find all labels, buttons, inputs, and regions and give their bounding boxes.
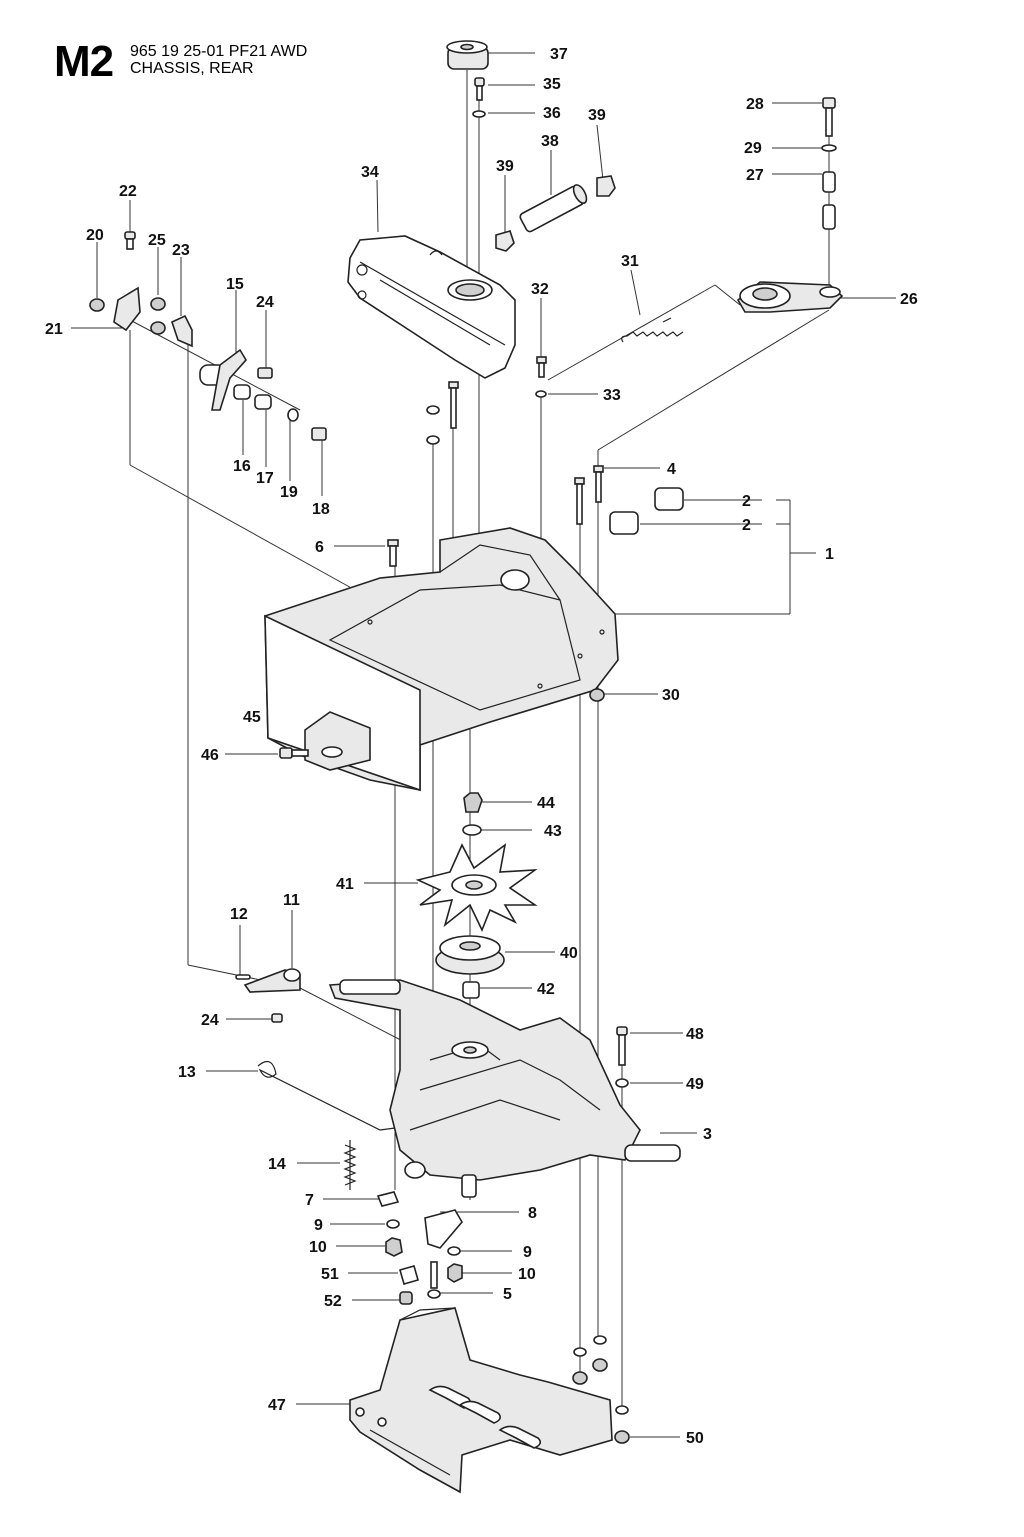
- callout-6: 6: [315, 539, 324, 556]
- callout-48: 48: [686, 1026, 704, 1043]
- fuel-tank-part: [347, 235, 516, 379]
- callout-1: 1: [825, 546, 834, 563]
- callout-15: 15: [226, 276, 244, 293]
- callout-14: 14: [268, 1156, 286, 1173]
- callout-46: 46: [201, 747, 219, 764]
- callout-4: 4: [667, 461, 676, 478]
- callout-36: 36: [543, 105, 561, 122]
- callout-40: 40: [560, 945, 578, 962]
- callout-47: 47: [268, 1397, 286, 1414]
- callout-labels: 37 35 36 39 38 39 34 28 29 27 26 22 20 2…: [45, 46, 918, 1447]
- callout-31: 31: [621, 253, 639, 270]
- callout-10: 10: [309, 1239, 327, 1256]
- callout-24: 24: [256, 294, 274, 311]
- callout-16: 16: [233, 458, 251, 475]
- callout-41: 41: [336, 876, 354, 893]
- callout-9: 9: [314, 1217, 323, 1234]
- callout-7: 7: [305, 1192, 314, 1209]
- callout-30: 30: [662, 687, 680, 704]
- callout-29: 29: [744, 140, 762, 157]
- callout-44: 44: [537, 795, 555, 812]
- callout-49: 49: [686, 1076, 704, 1093]
- tube-part: [519, 184, 588, 233]
- callout-2: 2: [742, 493, 751, 510]
- callout-8: 8: [528, 1205, 537, 1222]
- callout-42: 42: [537, 981, 555, 998]
- callout-11: 11: [283, 892, 300, 909]
- callout-35: 35: [543, 76, 561, 93]
- bracket-part: [304, 711, 371, 771]
- callout-39: 39: [496, 158, 514, 175]
- callout-27: 27: [746, 167, 764, 184]
- callout-45: 45: [243, 709, 261, 726]
- callout-23: 23: [172, 242, 190, 259]
- callout-5: 5: [503, 1286, 512, 1303]
- callout-22: 22: [119, 183, 137, 200]
- callout-33: 33: [603, 387, 621, 404]
- callout-39: 39: [588, 107, 606, 124]
- section-code: M2: [54, 37, 114, 86]
- idler-pulley-part: [736, 281, 844, 313]
- callout-21: 21: [45, 321, 63, 338]
- leader-lines: [71, 52, 896, 1438]
- callout-32: 32: [531, 281, 549, 298]
- part-drawings: [89, 40, 844, 1494]
- skid-plate-part: [349, 1307, 613, 1494]
- callout-34: 34: [361, 164, 379, 181]
- model-line: 965 19 25-01 PF21 AWD: [130, 43, 308, 60]
- callout-17: 17: [256, 470, 274, 487]
- callout-2: 2: [742, 517, 751, 534]
- callout-3: 3: [703, 1126, 712, 1143]
- callout-20: 20: [86, 227, 104, 244]
- callout-24: 24: [201, 1012, 219, 1029]
- diagram-header: M2 965 19 25-01 PF21 AWD CHASSIS, REAR: [0, 0, 1024, 100]
- callout-50: 50: [686, 1430, 704, 1447]
- callout-52: 52: [324, 1293, 342, 1310]
- callout-26: 26: [900, 291, 918, 308]
- callout-18: 18: [312, 501, 330, 518]
- callout-13: 13: [178, 1064, 196, 1081]
- callout-51: 51: [321, 1266, 339, 1283]
- drive-pulley-part: [435, 935, 505, 975]
- bypass-lever-part: [235, 968, 301, 993]
- callout-10: 10: [518, 1266, 536, 1283]
- callout-12: 12: [230, 906, 248, 923]
- callout-43: 43: [544, 823, 562, 840]
- callout-28: 28: [746, 96, 764, 113]
- callout-25: 25: [148, 232, 166, 249]
- callout-9: 9: [523, 1244, 532, 1261]
- transaxle-part: [328, 979, 681, 1198]
- callout-38: 38: [541, 133, 559, 150]
- section-name: CHASSIS, REAR: [130, 60, 254, 77]
- callout-37: 37: [550, 46, 568, 63]
- callout-19: 19: [280, 484, 298, 501]
- lever-bracket-part: [199, 348, 247, 411]
- knob-part: [446, 40, 489, 70]
- cooling-fan-part: [415, 843, 538, 932]
